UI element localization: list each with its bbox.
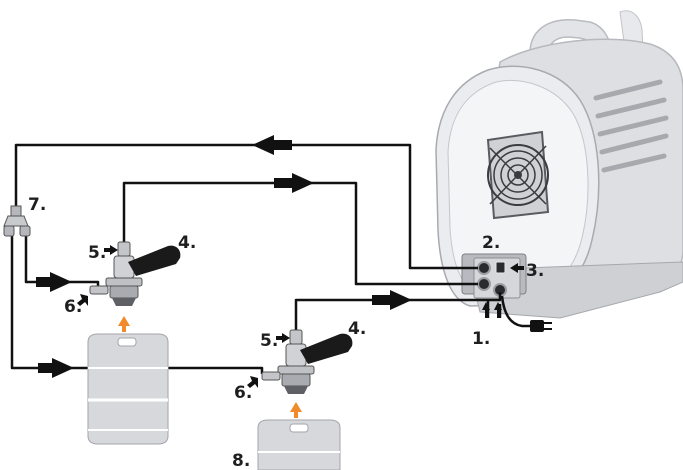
outlet-port-bottom (477, 277, 491, 291)
arrow-icon (247, 376, 258, 388)
arrow-icon (77, 294, 88, 306)
label-outlet-ports: 2. (482, 233, 500, 253)
arrow-icon (372, 290, 412, 310)
label-power-switch: 3. (526, 261, 544, 281)
label-coupler-top-lower: 5. (260, 331, 278, 351)
arrow-icon (290, 402, 302, 418)
label-gas-inlet-upper: 6. (64, 297, 82, 317)
line-return-to-splitter (14, 143, 478, 270)
arrow-icon (510, 263, 524, 273)
cooler-vents (593, 79, 669, 173)
beer-lines (10, 143, 502, 374)
callout-labels: 1. 2. 3. 4. 4. 5. 5. 6. 6. 7. 8. (28, 195, 544, 470)
arrow-icon (494, 302, 502, 318)
arrow-icon (104, 245, 118, 255)
keg-icon (87, 333, 169, 445)
arrow-icon (276, 333, 290, 343)
label-gas-inlet-lower: 6. (234, 383, 252, 403)
label-inlet-ports: 1. (472, 329, 490, 349)
power-cord (500, 295, 532, 328)
arrow-icon (482, 302, 490, 318)
connection-panel (461, 253, 527, 299)
label-tap-handle-upper: 4. (178, 233, 196, 253)
arrow-icon (118, 316, 130, 332)
cooler-unit (435, 10, 683, 332)
arrow-icon (274, 173, 314, 193)
arrow-icon (38, 358, 74, 378)
y-splitter (3, 205, 31, 237)
label-coupler-top-upper: 5. (88, 243, 106, 263)
power-switch (495, 261, 506, 274)
keg-coupler-icon (89, 241, 181, 306)
fan-icon (486, 130, 550, 220)
line-upper-tap-to-cooler (122, 181, 478, 286)
keg-icon (257, 419, 341, 470)
power-plug-icon (530, 320, 552, 332)
arrow-icon (252, 135, 292, 155)
flow-arrows (36, 135, 524, 388)
label-y-splitter: 7. (28, 195, 46, 215)
arrow-icon (36, 272, 72, 292)
keg-coupler-icon (261, 329, 353, 394)
outlet-port-top (477, 261, 491, 275)
label-tap-handle-lower: 4. (348, 319, 366, 339)
label-keg: 8. (232, 451, 250, 470)
